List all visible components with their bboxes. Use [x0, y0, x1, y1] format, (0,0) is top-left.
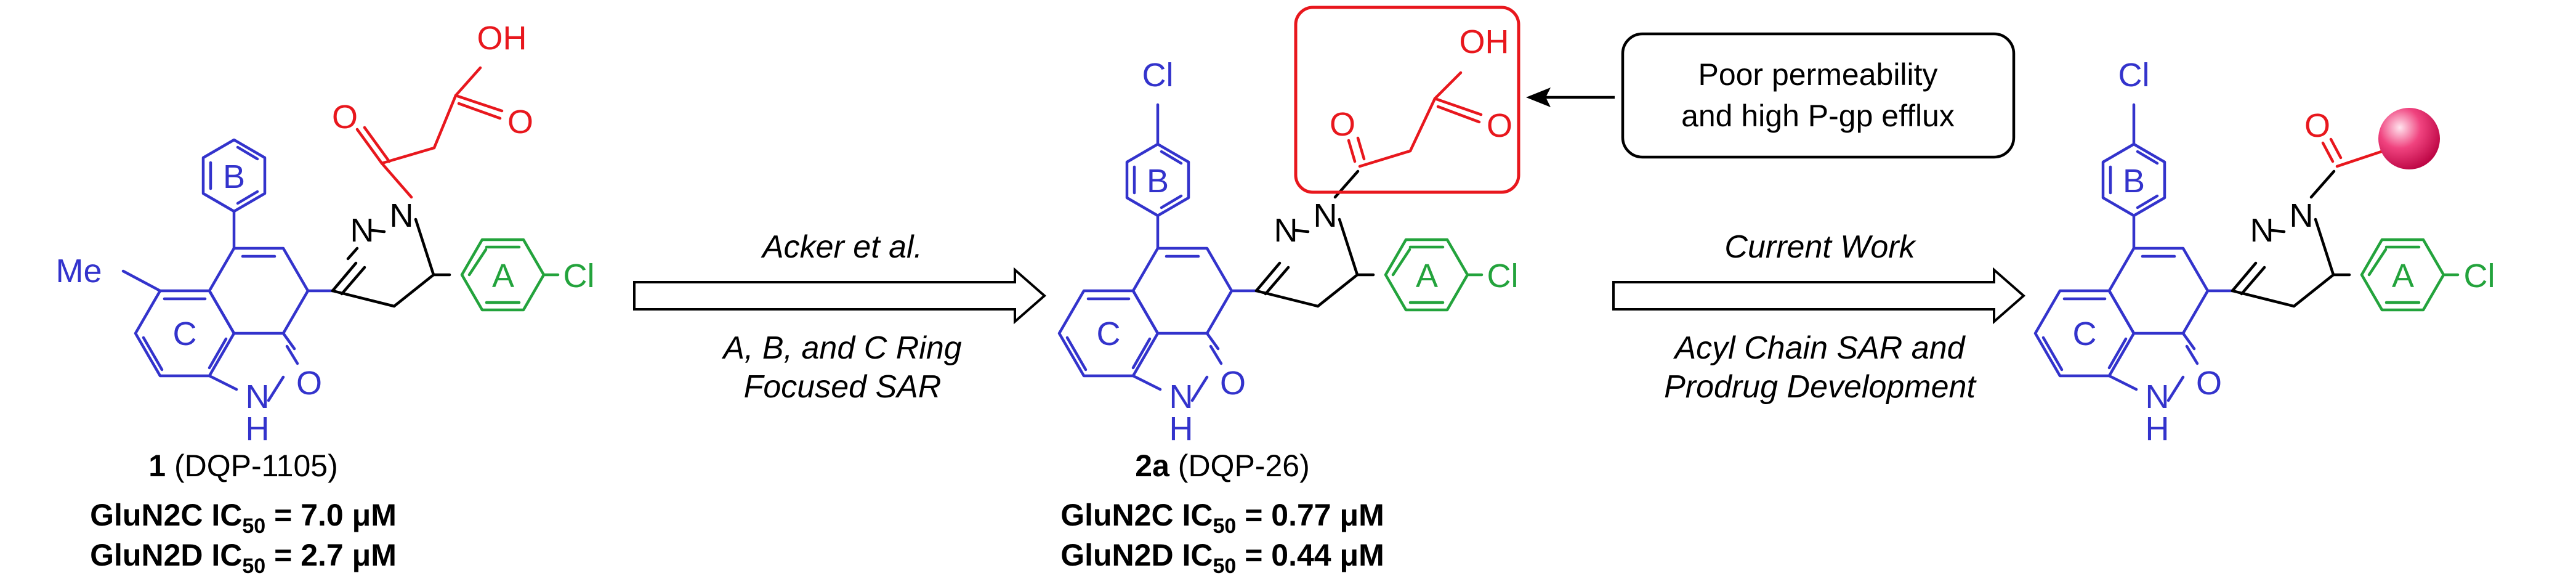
- phenyl-a-3: [2360, 238, 2460, 312]
- molecule-2a-labels: Cl B C N H O N N O OH O A Cl: [1097, 23, 1519, 447]
- quinolinone-core-3: [2033, 103, 2234, 402]
- h-label-2a: H: [1169, 410, 1193, 447]
- pyrazoline-3: [2231, 169, 2351, 308]
- arrow-1-bottom-label-2: Focused SAR: [744, 369, 942, 405]
- callout-line-1: Poor permeability: [1698, 57, 1937, 92]
- acyl-chain-1: [355, 66, 504, 199]
- ring-b-label-2a: B: [1147, 163, 1169, 200]
- variable-group-ball: [2378, 108, 2440, 169]
- arrow-2-bottom-label-2: Prodrug Development: [1664, 369, 1977, 405]
- ring-a-label-3: A: [2392, 258, 2414, 295]
- compound-1-glun2d-ic50: GluN2D IC50 = 2.7 μM: [90, 538, 397, 578]
- n-label-2a-b: N: [1314, 197, 1338, 234]
- n-label-2a-a: N: [1274, 212, 1298, 249]
- phenyl-a-1: [460, 238, 560, 312]
- arrow-1-shape: [633, 267, 1047, 325]
- arrow-1-top-label: Acker et al.: [761, 229, 923, 265]
- acyl-chain-2a: [1347, 71, 1483, 168]
- cl-label-3-top: Cl: [2118, 57, 2150, 94]
- compound-1-name: 1 (DQP-1105): [148, 449, 338, 483]
- compound-2a-name: 2a (DQP-26): [1135, 449, 1309, 483]
- reaction-arrow-1: Acker et al. A, B, and C Ring Focused SA…: [633, 229, 1047, 405]
- reaction-arrow-2: Current Work Acyl Chain SAR and Prodrug …: [1612, 229, 2026, 405]
- ring-a-label-2a: A: [1416, 258, 1438, 295]
- pyrazoline-2a: [1254, 169, 1375, 308]
- h-label-1: H: [246, 410, 270, 447]
- acid-oh-label-1: OH: [477, 20, 527, 57]
- h-label-3: H: [2146, 410, 2170, 447]
- ring-b-label-3: B: [2123, 163, 2145, 200]
- n-label-1b: N: [390, 197, 414, 234]
- n-label-3b: N: [2290, 197, 2314, 234]
- compound-1-glun2c-ic50: GluN2C IC50 = 7.0 μM: [90, 498, 397, 538]
- acyl-o-label-3: O: [2304, 107, 2330, 144]
- arrow-2-shape: [1612, 267, 2026, 325]
- permeability-callout: Poor permeability and high P-gp efflux: [1526, 32, 2016, 159]
- ring-c-label-3: C: [2073, 315, 2097, 352]
- molecule-3-labels: Cl B C N H O N N O A Cl: [2073, 57, 2495, 447]
- compound-2a-glun2d-ic50: GluN2D IC50 = 0.44 μM: [1060, 538, 1384, 578]
- methyl-label: Me: [55, 253, 102, 290]
- acid-o-label-2a: O: [1487, 107, 1512, 144]
- cl-label-1: Cl: [563, 258, 595, 295]
- cl-label-3: Cl: [2464, 258, 2495, 295]
- callout-box: [1621, 32, 2016, 159]
- carbonyl-o-label-3: O: [2196, 365, 2222, 402]
- nh-label-1: N: [246, 378, 270, 415]
- acyl-o-label-1: O: [332, 99, 358, 136]
- callout-line-2: and high P-gp efflux: [1681, 99, 1955, 133]
- molecule-1: [121, 66, 560, 402]
- quinolinone-core-1: [121, 138, 334, 402]
- cl-label-2a-top: Cl: [1142, 57, 1174, 94]
- molecule-2a: [1057, 71, 1484, 402]
- ring-a-label-1: A: [492, 258, 514, 295]
- ring-b-label-1: B: [223, 158, 245, 195]
- compound-2a-glun2c-ic50: GluN2C IC50 = 0.77 μM: [1060, 498, 1384, 538]
- phenyl-a-2a: [1384, 238, 1484, 312]
- callout-pointer-head: [1526, 87, 1551, 107]
- caption-1: 1 (DQP-1105) GluN2C IC50 = 7.0 μM GluN2D…: [90, 449, 397, 578]
- acyl-group-3: [2321, 137, 2385, 168]
- quinolinone-core-2a: [1057, 103, 1258, 402]
- highlight-box: [1294, 6, 1520, 194]
- acid-oh-label-2a: OH: [1460, 23, 1509, 60]
- n-label-3a: N: [2250, 212, 2274, 249]
- nh-label-3: N: [2146, 378, 2170, 415]
- molecule-1-labels: Me C B N H O N N O OH O A Cl: [55, 20, 594, 447]
- caption-2a: 2a (DQP-26) GluN2C IC50 = 0.77 μM GluN2D…: [1060, 449, 1384, 578]
- molecule-3: [2033, 103, 2460, 402]
- ring-c-label-1: C: [173, 315, 197, 352]
- acyl-o-label-2a: O: [1330, 106, 1355, 143]
- carbonyl-o-label-1: O: [296, 365, 322, 402]
- n-label-1a: N: [350, 212, 374, 249]
- arrow-1-bottom-label-1: A, B, and C Ring: [721, 330, 961, 366]
- pyrazoline-1: [331, 217, 451, 308]
- cl-label-2a: Cl: [1487, 258, 1519, 295]
- arrow-2-top-label: Current Work: [1724, 229, 1916, 265]
- nh-label-2a: N: [1169, 378, 1193, 415]
- carbonyl-o-label-2a: O: [1220, 365, 1246, 402]
- arrow-2-bottom-label-1: Acyl Chain SAR and: [1673, 330, 1966, 366]
- ring-c-label-2a: C: [1097, 315, 1121, 352]
- acid-o-label-1: O: [507, 104, 533, 140]
